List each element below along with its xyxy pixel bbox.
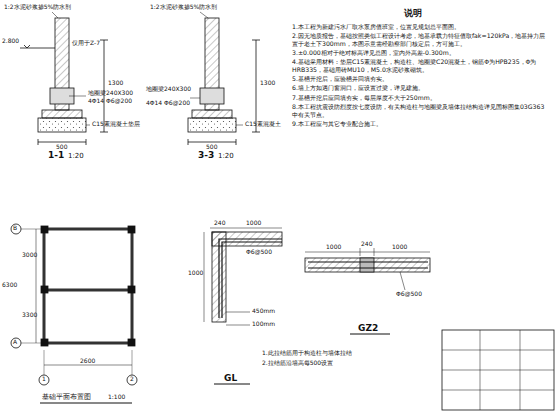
note-text: 1.此拉结筋用于构造柱与墙体拉结 [262,350,352,357]
notes-title: 说明 [404,8,422,18]
rebar-label: 4Φ14 Φ6@200 [88,98,132,105]
section-title: 3-3 [198,150,214,160]
dimension: 6300 [2,282,17,289]
dimension: 1000 [246,220,261,227]
note-text: 1.本工程为新建污水厂取水泵房值班室，位置见规划总平面图。 [292,23,548,31]
axis-label: 1 [42,376,46,383]
elevation: 2.800 [2,38,19,45]
dimension: 1000 [326,244,341,251]
note-callout: 1:2水泥砂浆掺5%防水剂 [4,4,71,11]
dimension: 500 [206,144,217,151]
dimension: 500 [56,144,67,151]
part-label: 地圈梁240X300 [146,86,191,93]
dimension: 240 [214,220,225,227]
dimension: 2600 [80,358,95,365]
note-text: 6.墙上方如遇门窗洞口，应设置过梁，详见建施。 [292,84,548,92]
dimension: 3000 [22,252,37,259]
plan-title: 基础平面布置图 [42,393,91,401]
part-label: C15素混凝土 [245,121,281,128]
note-text: 2.因无地质报告，基础按照类似工程设计考虑，地基承载力特征值取fak=120kP… [292,32,548,48]
dimension: 3300 [22,312,37,319]
note-callout: 1:2水泥砂浆掺5%防水剂 [150,4,217,11]
part-label: 地圈梁240X300 [88,90,133,97]
scale: 1:100 [108,394,125,401]
part-label: C15素混凝土垫层 [92,121,140,128]
note-text: 7.基槽开挖后应回填夯实，每层厚度不大于250mm。 [292,94,548,102]
dimension: 1000 [188,270,203,277]
dimension: 1000 [392,244,407,251]
scale: 1:20 [68,152,84,160]
scale: 1:20 [218,152,234,160]
note-text: 4.基础采用材料：垫层C15素混凝土，构造柱、地圈梁C20混凝土，钢筋Φ为HPB… [292,58,548,74]
dimension: 1300 [260,80,275,87]
note-text: 5.基槽开挖后，应验槽并回填夯实。 [292,75,548,83]
note-text: 9.本工程应与其它专业配合施工。 [292,120,548,128]
note-text: 2.拉结筋沿墙高每500设置 [262,360,333,367]
dimension: 450mm [252,308,275,315]
detail-title: GL [224,373,237,383]
dimension: 100mm [252,321,275,328]
detail-title: GZ2 [358,323,378,333]
note-callout: 仅用于Z-7 [72,40,100,47]
note-text: 8.本工程抗震设防烈度按七度设防，有关构造柱与地圈梁及墙体拉结构造详见国标图集0… [292,103,548,119]
rebar-label: 4Φ14 Φ6@200 [146,100,190,107]
section-title: 1-1 [48,150,64,160]
rebar-label: Φ6@500 [246,249,272,256]
axis-label: B [13,225,17,232]
note-text: 3.±0.000相对于绝对标高详见总图，室内外高差-0.300m。 [292,49,548,57]
axis-label: A [13,339,17,346]
dimension: 240 [361,241,372,248]
dimension: 1300 [108,80,123,87]
rebar-label: Φ6@500 [396,291,422,298]
axis-label: 2 [130,376,134,383]
